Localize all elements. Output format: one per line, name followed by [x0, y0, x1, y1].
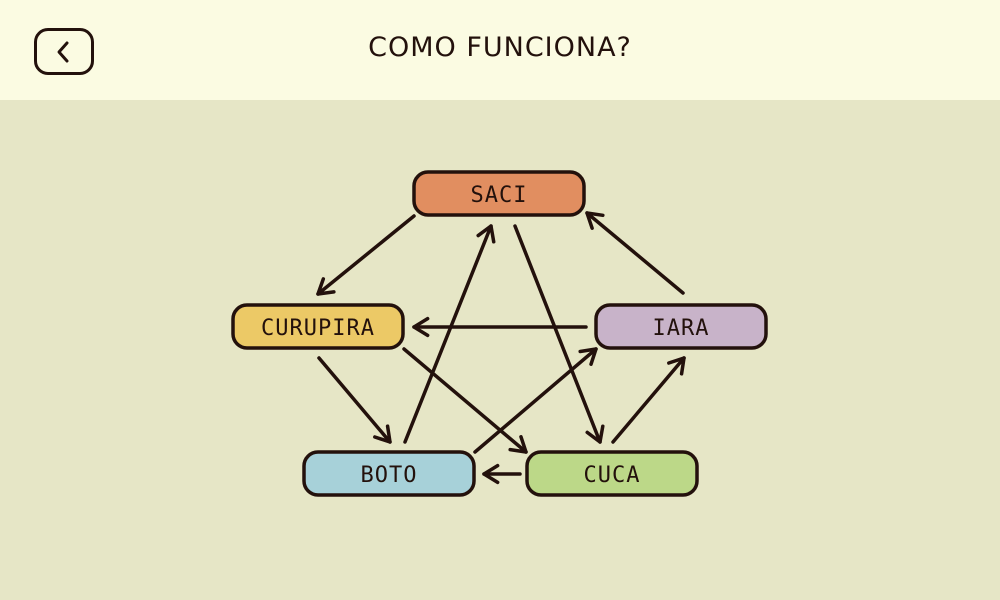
arrow-curupira-to-boto — [317, 356, 392, 444]
arrow-cuca-to-boto — [482, 463, 522, 485]
chevron-left-icon — [57, 41, 69, 62]
arrow-cuca-to-iara — [611, 356, 686, 444]
arrow-boto-to-iara — [473, 347, 598, 454]
node-saci: SACI — [412, 170, 586, 217]
node-boto-label: BOTO — [361, 463, 418, 488]
node-saci-label: SACI — [471, 183, 528, 208]
arrow-curupira-to-cuca — [402, 347, 528, 454]
node-cuca-box — [525, 450, 699, 497]
node-saci-box — [412, 170, 586, 217]
node-curupira: CURUPIRA — [231, 303, 405, 350]
node-iara-box — [594, 303, 768, 350]
arrow-boto-to-saci — [403, 224, 496, 444]
node-boto-box — [302, 450, 476, 497]
node-iara: IARA — [594, 303, 768, 350]
back-button[interactable] — [34, 28, 94, 75]
node-curupira-label: CURUPIRA — [261, 316, 375, 341]
node-boto: BOTO — [302, 450, 476, 497]
edges-layer — [316, 211, 686, 485]
page-title: COMO FUNCIONA? — [368, 32, 632, 63]
arrow-saci-to-curupira — [316, 214, 416, 296]
header-bar: COMO FUNCIONA? — [0, 0, 1000, 100]
node-iara-label: IARA — [653, 316, 710, 341]
node-curupira-box — [231, 303, 405, 350]
arrow-iara-to-saci — [585, 211, 685, 295]
node-cuca-label: CUCA — [584, 463, 641, 488]
arrow-saci-to-cuca — [513, 224, 605, 444]
node-cuca: CUCA — [525, 450, 699, 497]
arrow-iara-to-curupira — [412, 316, 588, 338]
nodes-layer: SACI CURUPIRA IARA BOTO CUCA — [231, 170, 768, 497]
